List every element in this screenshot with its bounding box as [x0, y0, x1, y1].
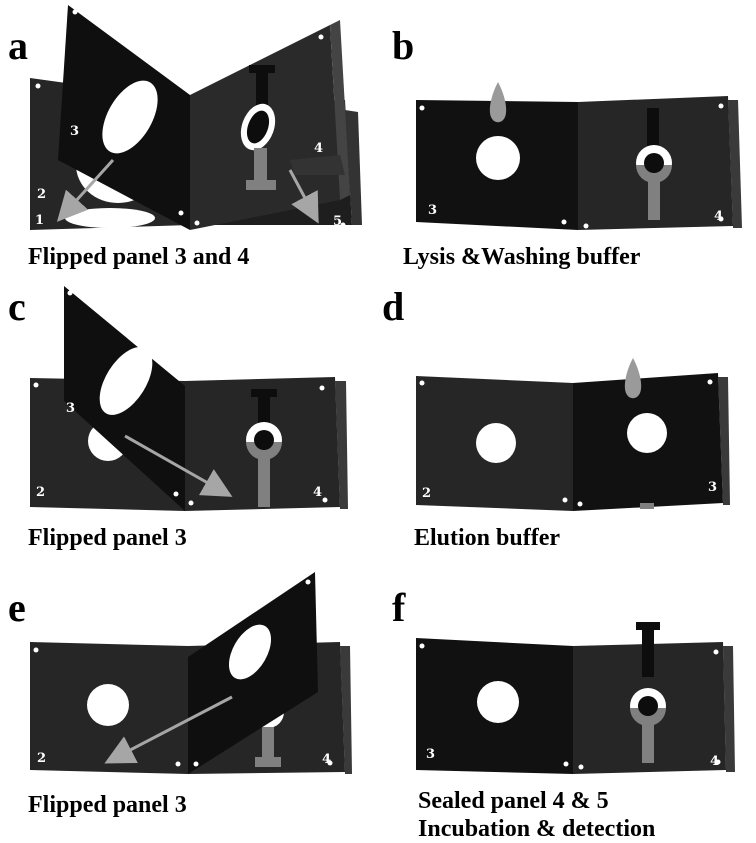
arrow [124, 434, 233, 497]
label-2: 2 [422, 486, 431, 501]
buffer-drop [624, 358, 642, 399]
label-2: 2 [37, 751, 46, 766]
panel-2-hole [476, 423, 516, 463]
panel-letter: f [392, 585, 406, 630]
panel-caption: Elution buffer [414, 525, 561, 551]
panel-d-illustration: 2 3 [416, 358, 730, 511]
panel-a-illustration: 3 2 1 4 5 [30, 5, 362, 230]
panel-caption: Flipped panel 3 [28, 525, 187, 551]
panel-c-illustration: 3 2 4 [30, 286, 348, 511]
panel-a: 3 2 1 4 5 a Flipped panel 3 and 4 [0, 0, 378, 281]
panel-caption-line-1: Sealed panel 4 & 5 [418, 788, 609, 814]
label-4: 4 [313, 485, 322, 500]
panel-letter: c [8, 284, 26, 329]
panel-3-hole [477, 681, 519, 723]
panel-b: 3 4 b Lysis &Washing buffer [378, 0, 756, 281]
panel-3-hole [102, 80, 158, 154]
panel-3-hole [228, 624, 272, 680]
panel-e-illustration: 2 4 [30, 572, 352, 774]
label-1: 1 [35, 213, 44, 228]
panel-caption: Flipped panel 3 [28, 792, 187, 818]
label-3: 3 [426, 747, 435, 762]
panel-d: 2 3 d Elution buffer [378, 281, 756, 562]
label-3: 3 [70, 124, 79, 139]
label-3: 3 [708, 480, 717, 495]
panel-caption-line-2: Incubation & detection [418, 816, 656, 842]
label-5: 5 [333, 214, 342, 229]
panel-e: 2 4 e Flipped panel 3 [0, 562, 378, 843]
panel-letter: e [8, 585, 26, 630]
panel-c: 3 2 4 c Flipped panel 3 [0, 281, 378, 562]
panel-f-illustration: 3 4 [416, 622, 735, 774]
panel-3-hole [627, 413, 667, 453]
label-4: 4 [710, 754, 719, 769]
arrow [104, 695, 233, 764]
panel-letter: b [392, 23, 415, 68]
panel-2-hole [87, 684, 129, 726]
label-2: 2 [36, 485, 45, 500]
label-3: 3 [428, 203, 437, 218]
panel-f: 3 4 f Sealed panel 4 & 5 Incubation & de… [378, 562, 756, 843]
label-4: 4 [322, 752, 331, 767]
label-3: 3 [66, 401, 75, 416]
buffer-drop [489, 82, 507, 123]
panel-letter: a [8, 23, 28, 68]
label-4: 4 [714, 209, 723, 224]
label-4: 4 [314, 141, 323, 156]
panel-caption: Flipped panel 3 and 4 [28, 244, 250, 270]
label-2: 2 [37, 187, 46, 202]
panel-letter: d [382, 284, 405, 329]
panel-3-hole [476, 136, 520, 180]
arrow-right [288, 169, 319, 224]
panel-caption: Lysis &Washing buffer [403, 244, 641, 270]
panel-b-illustration: 3 4 [416, 82, 742, 230]
arrow-left [56, 158, 115, 222]
panel-3-hole [99, 347, 153, 415]
